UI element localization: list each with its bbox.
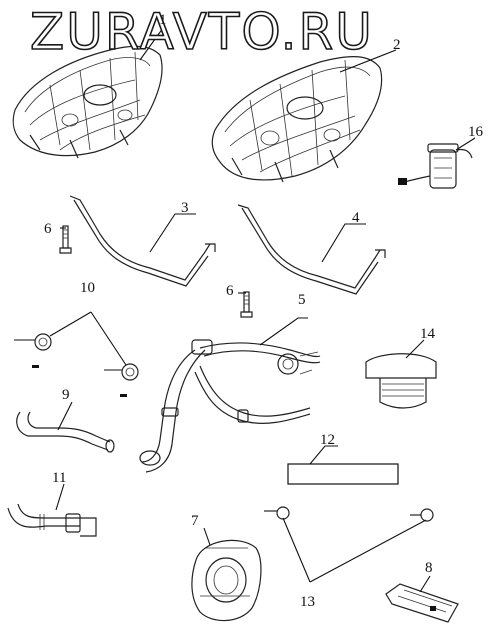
clip-left bbox=[264, 506, 290, 520]
leader-lines bbox=[49, 27, 476, 593]
filler-neck-housing bbox=[191, 539, 262, 622]
filler-hose-assembly bbox=[139, 339, 321, 473]
bolt-left bbox=[59, 225, 72, 254]
fuel-cap bbox=[365, 353, 437, 409]
vent-hose bbox=[7, 503, 97, 537]
label-plate bbox=[287, 463, 399, 485]
clamp-upper bbox=[14, 333, 52, 368]
tank-strap-left bbox=[69, 195, 216, 287]
callout-5: 5 bbox=[298, 292, 306, 308]
callout-6-center: 6 bbox=[226, 283, 234, 299]
callout-1: 1 bbox=[159, 12, 167, 28]
fuel-pump bbox=[398, 143, 473, 189]
callout-2: 2 bbox=[393, 37, 401, 53]
callout-6-left: 6 bbox=[44, 221, 52, 237]
callout-9: 9 bbox=[62, 387, 70, 403]
callout-10: 10 bbox=[80, 280, 95, 296]
fuel-tank-left bbox=[12, 45, 163, 159]
clamp-lower bbox=[104, 363, 139, 397]
callout-16: 16 bbox=[468, 124, 483, 140]
tank-strap-right bbox=[237, 204, 386, 295]
callout-8: 8 bbox=[425, 560, 433, 576]
callout-12: 12 bbox=[320, 432, 335, 448]
callout-3: 3 bbox=[181, 200, 189, 216]
callout-7: 7 bbox=[191, 513, 199, 529]
fuel-tank-right bbox=[211, 56, 383, 183]
hose-section bbox=[16, 411, 115, 453]
connector-block bbox=[385, 583, 459, 623]
clip-right bbox=[410, 508, 434, 522]
watermark: ZURAVTO.RU bbox=[29, 2, 374, 62]
bolt-center bbox=[240, 291, 253, 318]
callout-11: 11 bbox=[52, 470, 67, 486]
callout-4: 4 bbox=[352, 210, 360, 226]
callout-14: 14 bbox=[420, 326, 435, 342]
callout-13: 13 bbox=[300, 594, 315, 610]
